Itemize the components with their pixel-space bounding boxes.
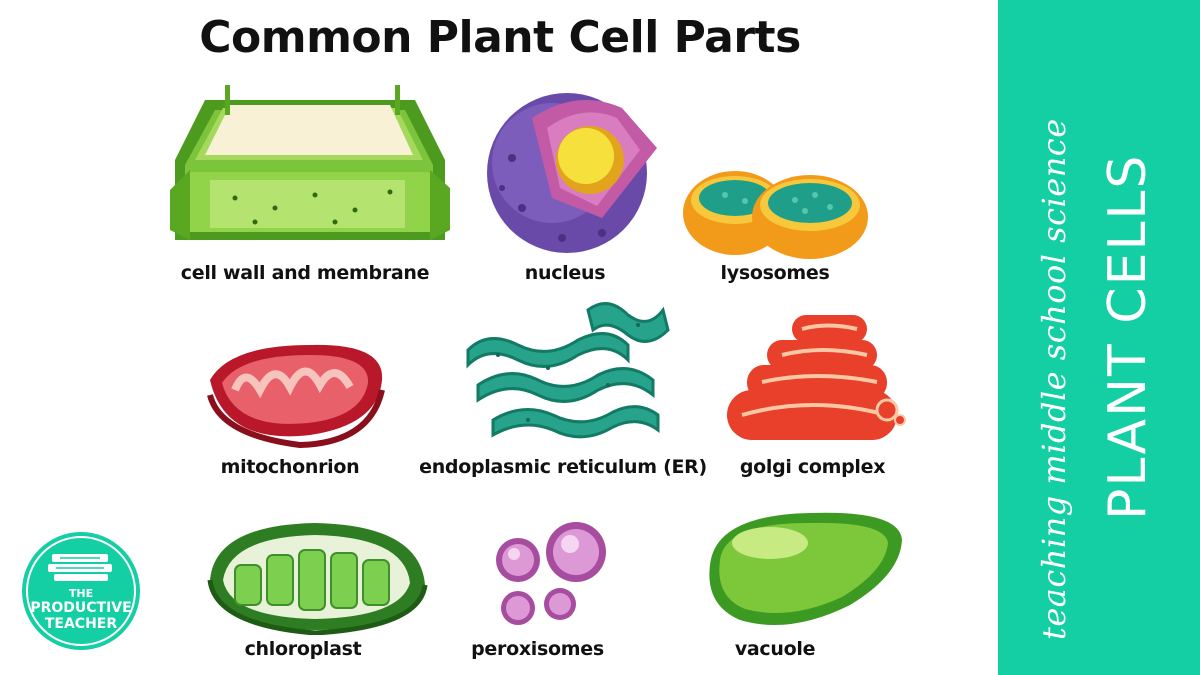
vacuole-label: vacuole <box>734 638 816 660</box>
sidebar-tagline: teaching middle school science <box>1035 118 1073 640</box>
er-illustration <box>466 302 670 439</box>
logo-line-3: TEACHER <box>44 616 118 632</box>
chloroplast-illustration <box>207 523 428 635</box>
vacuole-illustration <box>709 512 902 625</box>
sidebar-heading: PLANT CELLS <box>1098 153 1158 520</box>
peroxisomes-label: peroxisomes <box>471 638 604 660</box>
golgi-label: golgi complex <box>739 456 886 478</box>
brand-logo: THE PRODUCTIVE TEACHER <box>20 530 142 652</box>
lysosomes-label: lysosomes <box>720 262 830 284</box>
logo-line-1: THE <box>68 587 94 600</box>
logo-line-2: PRODUCTIVE <box>30 600 132 616</box>
sidebar-panel <box>998 0 1200 675</box>
nucleus-label: nucleus <box>524 262 606 284</box>
logo-badge <box>22 532 140 650</box>
page-title: Common Plant Cell Parts <box>199 12 801 63</box>
mitochondrion-illustration <box>207 344 385 449</box>
nucleus-illustration <box>487 93 657 253</box>
chloroplast-label: chloroplast <box>244 638 362 660</box>
golgi-illustration <box>727 315 906 440</box>
lysosomes-illustration <box>683 171 868 259</box>
cell-wall-illustration <box>170 85 450 240</box>
mitochondrion-label: mitochonrion <box>220 456 360 478</box>
er-label: endoplasmic reticulum (ER) <box>419 456 707 478</box>
cell-wall-label: cell wall and membrane <box>180 262 430 284</box>
peroxisomes-illustration <box>496 522 606 625</box>
